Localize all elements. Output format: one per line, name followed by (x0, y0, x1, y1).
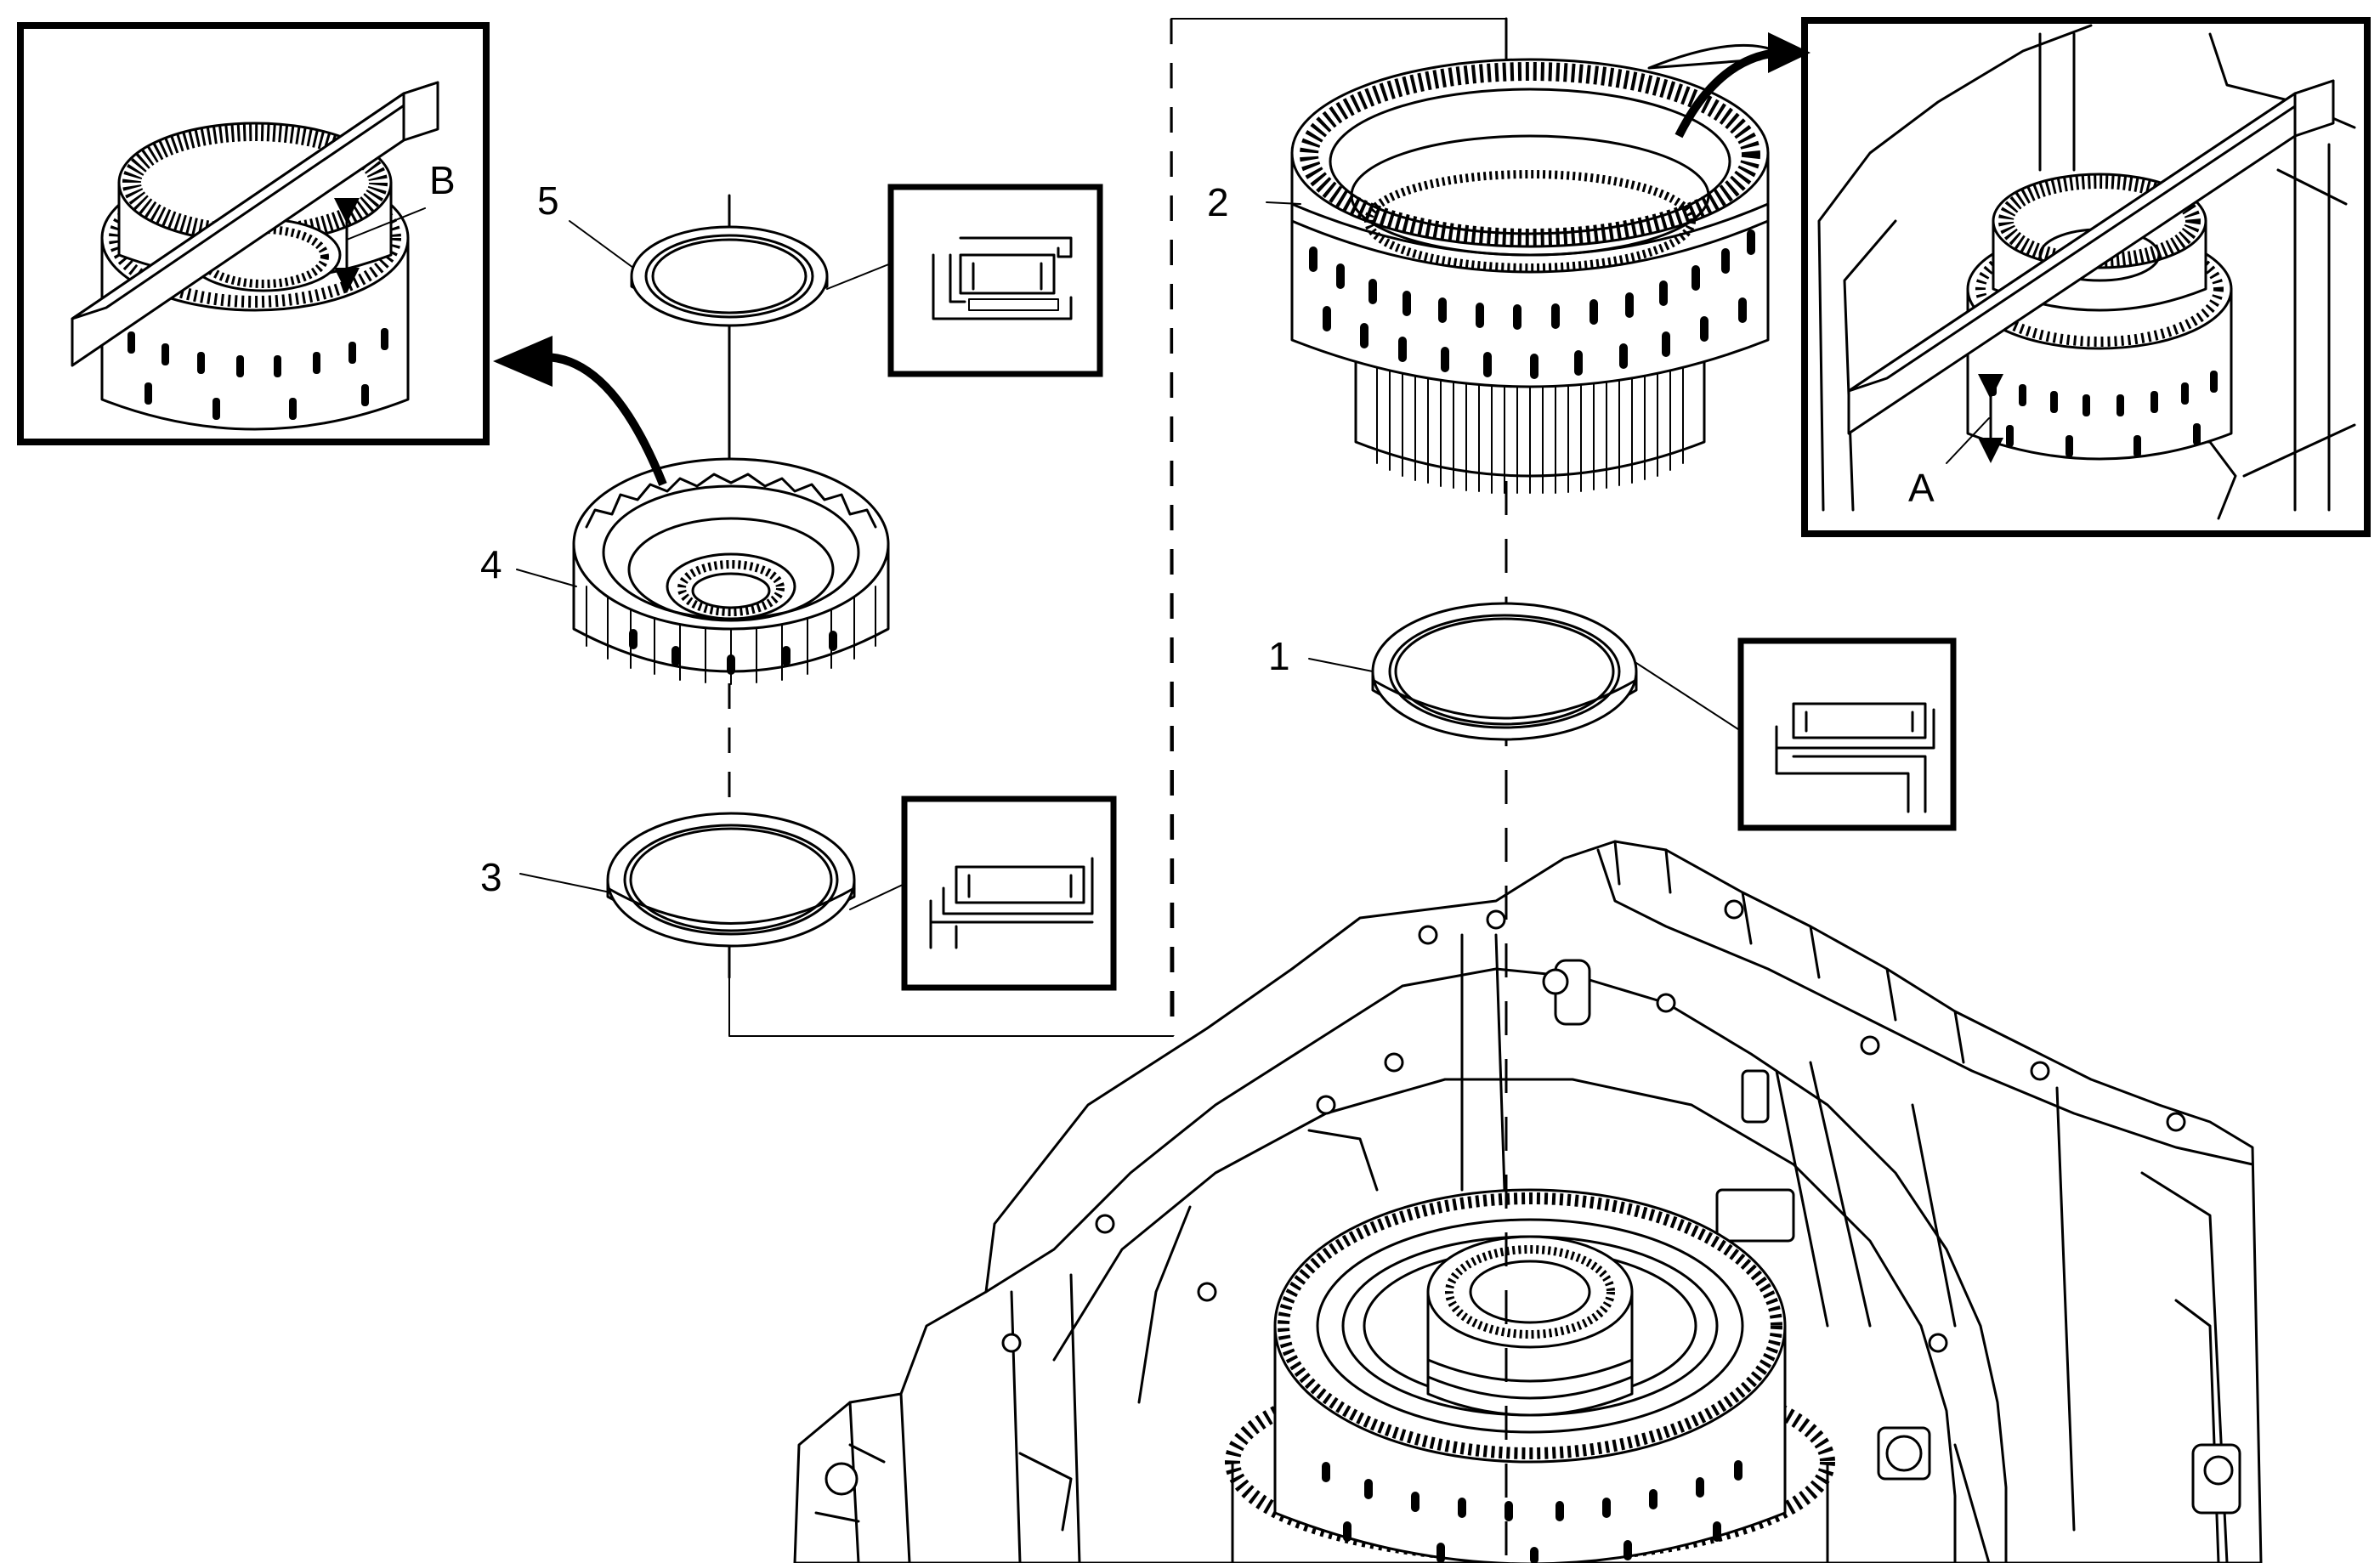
straight-edge-b (71, 81, 439, 367)
callout-a: A (1908, 466, 1935, 510)
callout-1: 1 (1268, 634, 1290, 678)
inset-measurement-b (17, 22, 490, 445)
part-4-gear-hub (572, 457, 890, 685)
callout-b: B (429, 158, 456, 202)
inset-measurement-a (1801, 17, 2371, 537)
section-detail-part-3 (901, 796, 1117, 991)
section-leaders (826, 263, 1742, 910)
part-5-thrust-washer (630, 225, 829, 327)
straight-edge-a (1847, 79, 2335, 435)
drum-in-case-slots (1322, 1460, 1742, 1563)
section-detail-part-1 (1737, 637, 1957, 831)
callout-2: 2 (1207, 180, 1229, 224)
drum-slots (1309, 229, 1755, 379)
callout-4: 4 (480, 542, 502, 586)
transfer-arrow-to-inset-a (1674, 32, 1810, 139)
inset-b-slots (128, 328, 388, 420)
callout-5: 5 (537, 178, 559, 223)
part-2-clutch-drum (1290, 43, 1778, 494)
inset-a-slots (1989, 371, 2218, 457)
drum-splines (1376, 356, 1684, 494)
hub-teeth (586, 586, 876, 685)
part-1-thrust-bearing (1371, 602, 1638, 741)
section-detail-part-5 (887, 184, 1103, 377)
drum-in-case (1225, 1188, 1835, 1563)
case-bolt-holes (1001, 899, 2186, 1353)
part-3-thrust-bearing (606, 812, 856, 948)
transfer-arrow-to-inset-b (493, 336, 667, 486)
callout-leaders (516, 201, 1374, 893)
callout-3: 3 (480, 855, 502, 899)
